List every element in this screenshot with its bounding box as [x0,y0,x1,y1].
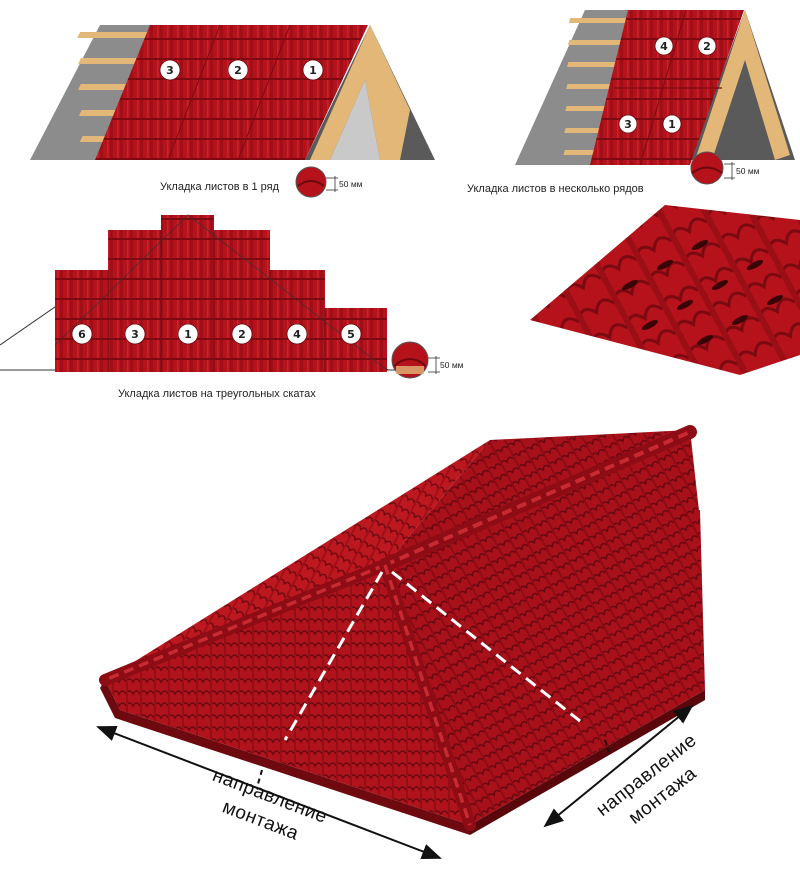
panel-multi-row [515,9,795,166]
number-badges [71,36,717,345]
sheet-col-3 [108,230,161,372]
right-slope [385,510,705,825]
caption-multi-row: Укладка листов в несколько рядов [467,183,644,195]
left-slope [105,440,490,680]
sheet-number: 4 [293,328,301,341]
sheet-number: 4 [660,40,668,53]
sheet-number: 3 [166,64,174,77]
sheet-number: 6 [78,328,86,341]
sheet-number: 2 [238,328,246,341]
caption-triangular-slope: Укладка листов на треугольных скатах [118,388,316,400]
sheet-number: 5 [347,328,355,341]
overlap-detail-1 [295,166,338,198]
panel-sheet-closeup [530,205,800,375]
layout-line-front [283,571,384,741]
rafter-inner [330,80,380,160]
sheet-number: 1 [309,64,317,77]
panel-triangular-slope [0,214,395,372]
fixing-marks [621,240,784,345]
sheet-col-1 [161,215,214,372]
panel-hip-roof [96,425,705,860]
panel-single-row [30,24,435,161]
direction-arrow-right [543,704,694,828]
roof-sheets [95,25,368,160]
sheet-number: 3 [131,328,139,341]
overlap-label: 50 мм [339,179,363,189]
sheet-number: 2 [703,40,711,53]
overlap-label: 50 мм [736,166,760,176]
overlap-detail-2 [690,151,735,185]
layout-line-right [391,570,586,727]
sheet-number: 3 [624,118,632,131]
sheet-col-2 [214,230,270,372]
sheet-number: 2 [234,64,242,77]
sheet-col-4 [270,270,325,372]
direction-arrow-left [96,725,442,860]
overlap-label: 50 мм [440,360,464,370]
sheet-col-6 [55,270,108,372]
sheet-number: 1 [668,118,676,131]
rafter-frame [695,10,790,160]
caption-single-row: Укладка листов в 1 ряд [160,181,280,193]
overlap-detail-3 [391,341,440,379]
sheet-closeup [530,205,800,375]
sheet-number: 1 [184,328,192,341]
rafter-frame [310,25,410,160]
